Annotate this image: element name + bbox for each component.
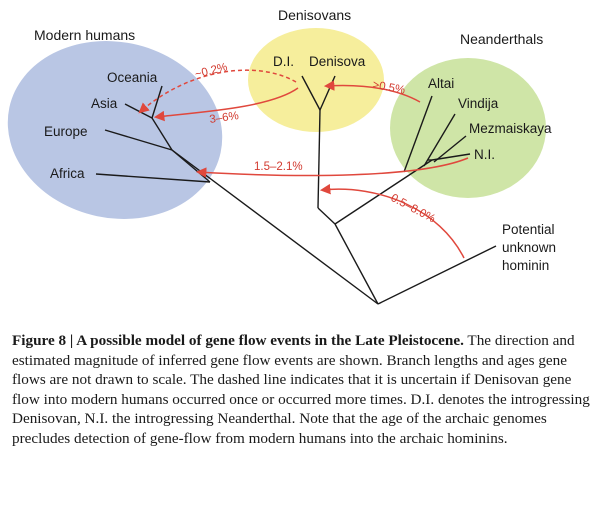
- branch-africa: [95, 173, 211, 183]
- flow-label-neanderthal-modern: 1.5–2.1%: [254, 161, 303, 173]
- branch-ni: [431, 153, 471, 161]
- branch-root-to-archaic: [334, 223, 379, 305]
- europe-label: Europe: [44, 124, 88, 139]
- tree-branches: [95, 75, 497, 305]
- gene-flow-arrows: [138, 69, 469, 259]
- flow-label-asia: 3–6%: [209, 110, 240, 126]
- denisovans-label: Denisovans: [278, 7, 351, 23]
- potential-label-line-1: Potential: [502, 222, 555, 237]
- branch-eurasian: [151, 117, 173, 151]
- branch-archaic-to-denisovan: [317, 207, 336, 225]
- figure-caption: Figure 8 | A possible model of gene flow…: [12, 331, 592, 449]
- vindija-label: Vindija: [458, 96, 499, 111]
- phylogeny-diagram: Modern humans Denisovans Neanderthals Oc…: [7, 7, 556, 305]
- ni-label: N.I.: [474, 147, 495, 162]
- flow-label-oceania: ~0.2%: [194, 61, 229, 81]
- flow-label-unknown: 0.5–8.0%: [389, 192, 438, 225]
- branch-denisovan-node: [317, 109, 321, 209]
- branch-di: [301, 75, 321, 111]
- branch-europe: [104, 129, 173, 151]
- neanderthals-region: [390, 58, 546, 198]
- branch-vindija: [423, 113, 456, 167]
- mezmaiskaya-label: Mezmaiskaya: [469, 121, 552, 136]
- di-label: D.I.: [273, 54, 294, 69]
- potential-label-line-3: hominin: [502, 258, 549, 273]
- altai-label: Altai: [428, 76, 454, 91]
- arrow-denisovan-to-oceania-dashed: [138, 69, 297, 114]
- neanderthals-label: Neanderthals: [460, 31, 543, 47]
- denisova-label: Denisova: [309, 54, 366, 69]
- phylogeny-svg: Modern humans Denisovans Neanderthals Oc…: [7, 7, 556, 305]
- branch-root-to-modern: [171, 149, 379, 305]
- potential-label-line-2: unknown: [502, 240, 556, 255]
- arrow-unknown-to-denisovan: [319, 183, 465, 259]
- asia-label: Asia: [91, 96, 118, 111]
- denisovans-region: [248, 28, 384, 132]
- branch-mezmaiskaya: [433, 135, 467, 163]
- oceania-label: Oceania: [107, 70, 158, 85]
- arrow-denisovan-to-asia: [153, 87, 299, 122]
- arrow-neanderthal-to-modern: [195, 157, 469, 178]
- modern-humans-region: [7, 41, 223, 219]
- caption-body: The direction and estimated magnitude of…: [12, 332, 590, 447]
- caption-title: Figure 8 | A possible model of gene flow…: [12, 332, 464, 349]
- branch-root-to-potential: [377, 245, 497, 305]
- flow-label-neanderthal-denisovan: >0.5%: [371, 79, 406, 97]
- branch-altai: [403, 95, 433, 173]
- arrow-neanderthal-to-denisovan: [323, 80, 421, 103]
- africa-label: Africa: [50, 166, 85, 181]
- branch-oceania: [151, 85, 163, 119]
- modern-humans-label: Modern humans: [34, 27, 135, 43]
